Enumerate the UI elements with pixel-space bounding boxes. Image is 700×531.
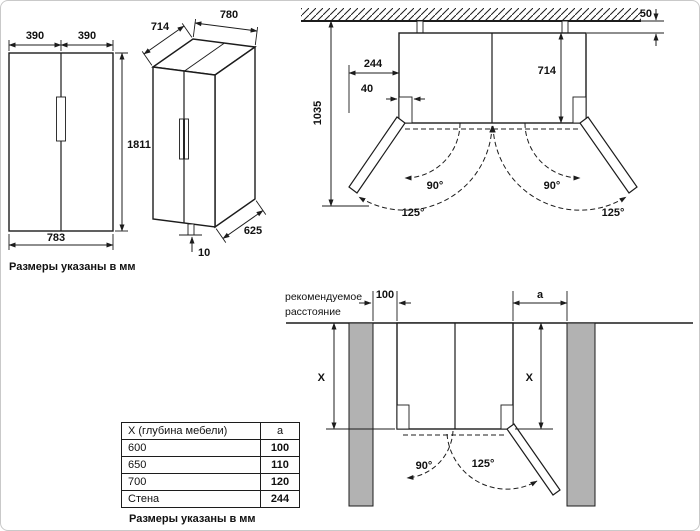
table-cell-depth: 650: [121, 456, 261, 474]
dim-foot-height: 10: [198, 247, 210, 259]
angle-90: 90°: [416, 460, 433, 472]
table-row: 700 120: [121, 473, 300, 491]
angle-125-right: 125°: [602, 207, 625, 219]
table-cell-a: 120: [260, 473, 300, 491]
furniture-column-left: [348, 322, 374, 507]
table-header-depth: X (глубина мебели): [121, 422, 261, 440]
open-door-right: [506, 423, 561, 496]
angle-90-right: 90°: [544, 180, 561, 192]
dim-depth-top: 714: [151, 21, 170, 33]
angle-90-left: 90°: [427, 180, 444, 192]
plan-view: 50 1035 244 40 714 90° 90° 125° 125°: [301, 8, 664, 219]
front-view: 390 390 1811 783 Размеры указаны в мм: [8, 30, 151, 273]
dim-right-gap: а: [537, 289, 544, 301]
door-handle: [56, 96, 66, 142]
wall-spacer: [416, 20, 424, 34]
units-note-bottom: Размеры указаны в мм: [129, 513, 256, 525]
recommended-distance-line1: рекомендуемое: [285, 291, 362, 303]
hinge-left: [398, 96, 413, 124]
clearance-table: X (глубина мебели) а 600 100 650 110 700…: [121, 422, 300, 508]
dim-width-top: 780: [220, 9, 238, 21]
door-handle: [179, 118, 184, 160]
table-cell-a: 100: [260, 439, 300, 457]
dim-width-total: 783: [47, 232, 65, 244]
table-row: Стена 244: [121, 490, 300, 508]
table-row: 600 100: [121, 439, 300, 457]
top-split-line: [183, 43, 225, 72]
fridge-side-face: [214, 45, 256, 229]
dim-wall-gap: 50: [640, 8, 652, 20]
front-view-dimension-lines: [8, 40, 128, 250]
door-swing-arcs: [403, 430, 538, 490]
dim-total-depth: 1035: [312, 101, 324, 125]
dim-depth-right: X: [526, 372, 534, 384]
installation-dimension-lines: [326, 291, 568, 430]
table-cell-depth: 600: [121, 439, 261, 457]
clearance-table-block: X (глубина мебели) а 600 100 650 110 700…: [121, 422, 300, 525]
table-cell-depth: Стена: [121, 490, 261, 508]
installation-view: рекомендуемое расстояние 100 а X X 90° 1…: [285, 289, 693, 507]
recommended-distance-line2: расстояние: [285, 306, 341, 318]
hinge-right: [572, 96, 587, 124]
fridge-foot: [187, 223, 195, 236]
dim-side-clearance: 244: [364, 58, 383, 70]
hinge-left: [396, 404, 410, 430]
dim-depth-bottom: 625: [244, 225, 262, 237]
wall-spacer: [561, 20, 569, 34]
plan-dimension-lines: [322, 9, 664, 207]
angle-125: 125°: [472, 458, 495, 470]
table-cell-a: 110: [260, 456, 300, 474]
open-door-left: [348, 116, 406, 194]
table-header-row: X (глубина мебели) а: [121, 422, 300, 440]
table-cell-a: 244: [260, 490, 300, 508]
table-row: 650 110: [121, 456, 300, 474]
dim-width-right-half: 390: [78, 30, 96, 42]
perspective-view: 714 780 625 10: [141, 9, 267, 259]
table-header-a: а: [260, 422, 300, 440]
dim-left-gap: 100: [376, 289, 394, 301]
table-cell-depth: 700: [121, 473, 261, 491]
angle-125-left: 125°: [402, 207, 425, 219]
door-swing-arcs: [358, 122, 627, 211]
furniture-column-right: [566, 322, 596, 507]
door-handle: [184, 118, 189, 160]
dim-height: 1811: [127, 139, 151, 151]
open-door-right: [579, 116, 638, 194]
dim-width-left-half: 390: [26, 30, 44, 42]
dim-depth-left: X: [318, 372, 326, 384]
dim-body-depth: 714: [538, 65, 557, 77]
dim-hinge-offset: 40: [361, 83, 373, 95]
perspective-dimension-lines: [141, 18, 267, 252]
units-note-top: Размеры указаны в мм: [9, 261, 136, 273]
wall-hatch: [301, 8, 641, 21]
